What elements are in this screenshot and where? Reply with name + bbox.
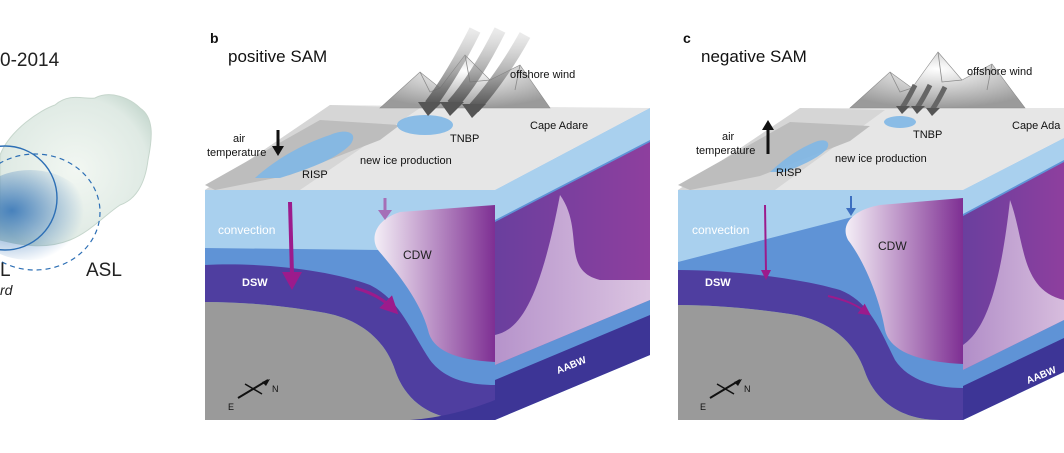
compass-n: N bbox=[272, 384, 279, 394]
panel-b: N E b positive SAM offshore wind air tem… bbox=[205, 27, 650, 420]
panel-c-letter: c bbox=[683, 30, 691, 46]
panel-a-title: 0-2014 bbox=[0, 50, 60, 71]
risp-label: RISP bbox=[302, 169, 328, 181]
air-label-line1: air bbox=[233, 133, 246, 145]
panel-b-title: positive SAM bbox=[228, 47, 327, 66]
compass-e: E bbox=[228, 402, 234, 412]
polynya-water bbox=[255, 131, 354, 178]
climatology-circle bbox=[0, 145, 58, 251]
compass-n: N bbox=[744, 384, 751, 394]
compass-icon: N E bbox=[228, 379, 279, 412]
offshore-wind-arrows bbox=[418, 27, 531, 118]
dsw-band bbox=[205, 264, 495, 420]
tnbp-label: TNBP bbox=[913, 129, 942, 141]
tnbp-polynya bbox=[397, 115, 453, 135]
tnbp-label: TNBP bbox=[450, 133, 479, 145]
compass-e: E bbox=[700, 402, 706, 412]
air-temperature-arrow bbox=[272, 130, 284, 156]
offshore-wind-arrows bbox=[896, 83, 948, 116]
cdw-intrusion bbox=[374, 205, 495, 362]
ross-ice-shelf bbox=[678, 122, 870, 190]
air-label-line1: air bbox=[722, 131, 735, 143]
convection-arrows bbox=[761, 196, 871, 316]
seabed bbox=[678, 305, 940, 420]
offshore-wind-label: offshore wind bbox=[967, 66, 1032, 78]
air-label-line2: temperature bbox=[696, 145, 755, 157]
panel-c: N E c negative SAM offshore wind air tem… bbox=[678, 30, 1064, 420]
air-label-line2: temperature bbox=[207, 147, 266, 159]
panel-a: 0-2014 ASL L rd bbox=[0, 50, 152, 298]
anomaly-dashed-ellipse bbox=[0, 153, 101, 271]
cdw-label: CDW bbox=[403, 248, 432, 262]
seabed bbox=[205, 302, 470, 420]
convection-arrows bbox=[282, 198, 399, 315]
panel-b-letter: b bbox=[210, 30, 219, 46]
cdw-intrusion bbox=[845, 198, 963, 364]
cdw-label: CDW bbox=[878, 239, 907, 253]
polynya-water bbox=[770, 140, 829, 172]
asl-label: ASL bbox=[86, 260, 122, 281]
tnbp-polynya bbox=[884, 116, 916, 128]
new-ice-label: new ice production bbox=[360, 155, 452, 167]
panel-c-title: negative SAM bbox=[701, 47, 807, 66]
air-temperature-arrow bbox=[762, 120, 774, 154]
new-ice-label: new ice production bbox=[835, 153, 927, 165]
low-pressure-shading bbox=[0, 170, 90, 260]
compass-icon: N E bbox=[700, 379, 751, 412]
dsw-label: DSW bbox=[705, 277, 731, 289]
dsw-label: DSW bbox=[242, 277, 268, 289]
mountain-range bbox=[849, 51, 1026, 109]
offshore-wind-label: offshore wind bbox=[510, 69, 575, 81]
convection-label: convection bbox=[692, 223, 749, 237]
panel-a-left-fragment: L bbox=[0, 260, 11, 281]
cape-adare-label: Cape Adare bbox=[530, 120, 588, 132]
side-aabw-band bbox=[963, 338, 1064, 420]
risp-label: RISP bbox=[776, 167, 802, 179]
aabw-band-front bbox=[410, 400, 495, 420]
panel-a-bottom-fragment: rd bbox=[0, 282, 14, 298]
cape-adare-label: Cape Ada bbox=[1012, 120, 1061, 132]
convection-label: convection bbox=[218, 223, 275, 237]
side-aabw-band bbox=[495, 315, 650, 420]
dsw-band bbox=[678, 270, 963, 420]
